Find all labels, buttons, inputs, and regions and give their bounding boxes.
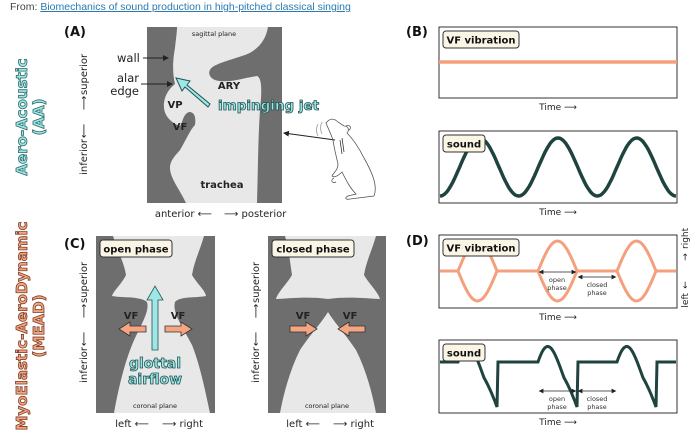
impinging-jet-label: impinging jet bbox=[218, 98, 320, 114]
panel-b-sound-xlabel: Time ⟶ bbox=[538, 208, 577, 218]
panel-c-left-axis-left: left ⟵ bbox=[115, 419, 149, 430]
panel-c-right-axis-inferior: inferior bbox=[251, 346, 262, 383]
svg-text:⟶: ⟶ bbox=[79, 304, 90, 318]
svg-text:⟵: ⟵ bbox=[79, 332, 90, 346]
panel-a-airway bbox=[163, 27, 268, 203]
rat-illustration bbox=[283, 118, 376, 200]
panel-b-vf-label-box bbox=[442, 30, 520, 49]
open-phase-title: open phase bbox=[103, 245, 168, 256]
svg-text:←: ← bbox=[681, 281, 691, 289]
row-title-aa-line2: (AA) bbox=[30, 99, 48, 136]
closed-phase-title: closed phase bbox=[276, 245, 350, 256]
panel-d-sound-open-1: open bbox=[549, 395, 565, 403]
panel-a-axis-inferior: inferior bbox=[79, 138, 90, 175]
row-title-mead: MyoElastic-AeroDynamic (MEAD) bbox=[13, 221, 49, 431]
panel-d-sound-closed-2: phase bbox=[587, 403, 607, 411]
panel-d-vf-lower-edge bbox=[440, 269, 676, 303]
panel-b-vf-plot: VF vibration Time ⟶ bbox=[438, 26, 678, 113]
closed-phase-vf-left-arrow bbox=[289, 321, 318, 337]
panel-d-sound-closed-1: closed bbox=[587, 395, 608, 403]
panel-c-left-vertical-axis: inferior ⟵ ⟶ superior bbox=[79, 261, 90, 383]
panel-d-sound-open-2: phase bbox=[547, 403, 567, 411]
panel-a-axis-posterior: ⟶ posterior bbox=[224, 209, 287, 220]
panel-a-ary-label: ARY bbox=[218, 81, 241, 92]
panel-b-sound-plot: sound Time ⟶ bbox=[438, 130, 678, 218]
closed-phase-vf-right: VF bbox=[343, 311, 358, 322]
panel-c-right-axis-left: left ⟵ bbox=[286, 419, 320, 430]
panel-a-vf-label: VF bbox=[173, 122, 188, 133]
open-phase-vf-left-arrow bbox=[118, 321, 147, 337]
panel-a-trachea-label: trachea bbox=[200, 180, 243, 191]
panel-d-sound-plot: sound open phase closed phase Time ⟶ bbox=[438, 339, 678, 428]
closed-phase-vf-left: VF bbox=[296, 311, 311, 322]
open-phase-vf-left: VF bbox=[124, 311, 139, 322]
panel-c-left-axis-superior: superior bbox=[79, 261, 90, 303]
panel-a-axis-superior: superior bbox=[79, 53, 90, 95]
panel-b-letter: (B) bbox=[406, 25, 428, 40]
closed-phase-vf-right-arrow bbox=[337, 321, 366, 337]
panel-a-letter: (A) bbox=[64, 25, 86, 40]
svg-text:⟵: ⟵ bbox=[79, 124, 90, 138]
panel-d-sound-label: sound bbox=[447, 349, 481, 360]
panel-b-vf-label: VF vibration bbox=[446, 36, 515, 47]
closed-phase-plane-label: coronal plane bbox=[305, 402, 349, 410]
panel-d-vf-label-box bbox=[442, 238, 520, 257]
panel-c-letter: (C) bbox=[64, 237, 85, 252]
panel-d-vf-open-1: open bbox=[549, 276, 565, 284]
panel-c-right-vertical-axis: inferior ⟵ ⟶ superior bbox=[251, 261, 262, 383]
svg-text:⟶: ⟶ bbox=[251, 304, 262, 318]
source-article-link[interactable]: Biomechanics of sound production in high… bbox=[40, 1, 351, 13]
panel-a-wall-label: wall bbox=[117, 51, 140, 65]
panel-b-sound-label: sound bbox=[447, 140, 481, 151]
closed-phase-diagram: closed phase VF VF coronal plane bbox=[268, 236, 386, 413]
panel-a-alar-label-1: alar bbox=[117, 71, 139, 85]
panel-d-right-axis: left ← → right bbox=[681, 227, 691, 307]
panel-c-left-axis-right: ⟶ right bbox=[162, 419, 203, 430]
svg-text:→: → bbox=[681, 253, 691, 261]
glottal-airflow-label-2: airflow bbox=[128, 372, 182, 388]
panel-b-vf-xlabel: Time ⟶ bbox=[538, 103, 577, 113]
panel-d-vf-xlabel: Time ⟶ bbox=[538, 313, 577, 323]
panel-d-vf-closed-2: phase bbox=[587, 289, 607, 297]
panel-c-right-axis-superior: superior bbox=[251, 261, 262, 303]
panel-a-sagittal-diagram: sagittal plane ARY VP VF trachea bbox=[147, 27, 282, 203]
row-title-mead-line2: (MEAD) bbox=[30, 295, 48, 358]
panel-d-vf-closed-1: closed bbox=[587, 281, 608, 289]
panel-d-axis-left: left bbox=[681, 293, 691, 308]
open-phase-vf-right-arrow bbox=[164, 321, 193, 337]
svg-text:⟵: ⟵ bbox=[251, 332, 262, 346]
panel-a-vp-label: VP bbox=[167, 100, 182, 111]
row-title-mead-line1: MyoElastic-AeroDynamic bbox=[13, 221, 31, 430]
glottal-airflow-label-1: glottal bbox=[129, 356, 181, 372]
panel-a-plane-label: sagittal plane bbox=[192, 30, 236, 38]
source-prefix: From: bbox=[10, 1, 38, 13]
panel-a-axis-anterior: anterior ⟵ bbox=[155, 209, 212, 220]
panel-d-vf-open-2: phase bbox=[547, 284, 567, 292]
panel-d-vf-plot: VF vibration open phase closed phase lef… bbox=[438, 227, 691, 323]
panel-b-sound-label-box bbox=[442, 134, 486, 153]
row-title-aa: Aero-Acoustic (AA) bbox=[13, 58, 49, 176]
open-phase-vf-right: VF bbox=[171, 311, 186, 322]
svg-text:⟶: ⟶ bbox=[79, 96, 90, 110]
panel-d-sound-xlabel: Time ⟶ bbox=[538, 418, 577, 428]
panel-d-axis-right: right bbox=[681, 227, 691, 249]
impinging-jet-arrow bbox=[175, 77, 211, 108]
panel-c-right-axis-right: ⟶ right bbox=[333, 419, 374, 430]
panel-c-left-axis-inferior: inferior bbox=[79, 346, 90, 383]
panel-d-sound-label-box bbox=[442, 343, 486, 362]
panel-d-vf-label: VF vibration bbox=[446, 244, 515, 255]
panel-a-alar-label-2: edge bbox=[110, 84, 139, 98]
row-title-aa-line1: Aero-Acoustic bbox=[13, 58, 31, 175]
source-line: From: Biomechanics of sound production i… bbox=[10, 1, 351, 13]
panel-a-vertical-axis: inferior ⟵ ⟶ superior bbox=[79, 53, 90, 175]
panel-d-letter: (D) bbox=[406, 234, 429, 249]
open-phase-diagram: open phase VF VF glottal airflow coronal… bbox=[96, 236, 215, 413]
glottal-airflow-arrow bbox=[146, 285, 164, 351]
open-phase-plane-label: coronal plane bbox=[133, 402, 177, 410]
